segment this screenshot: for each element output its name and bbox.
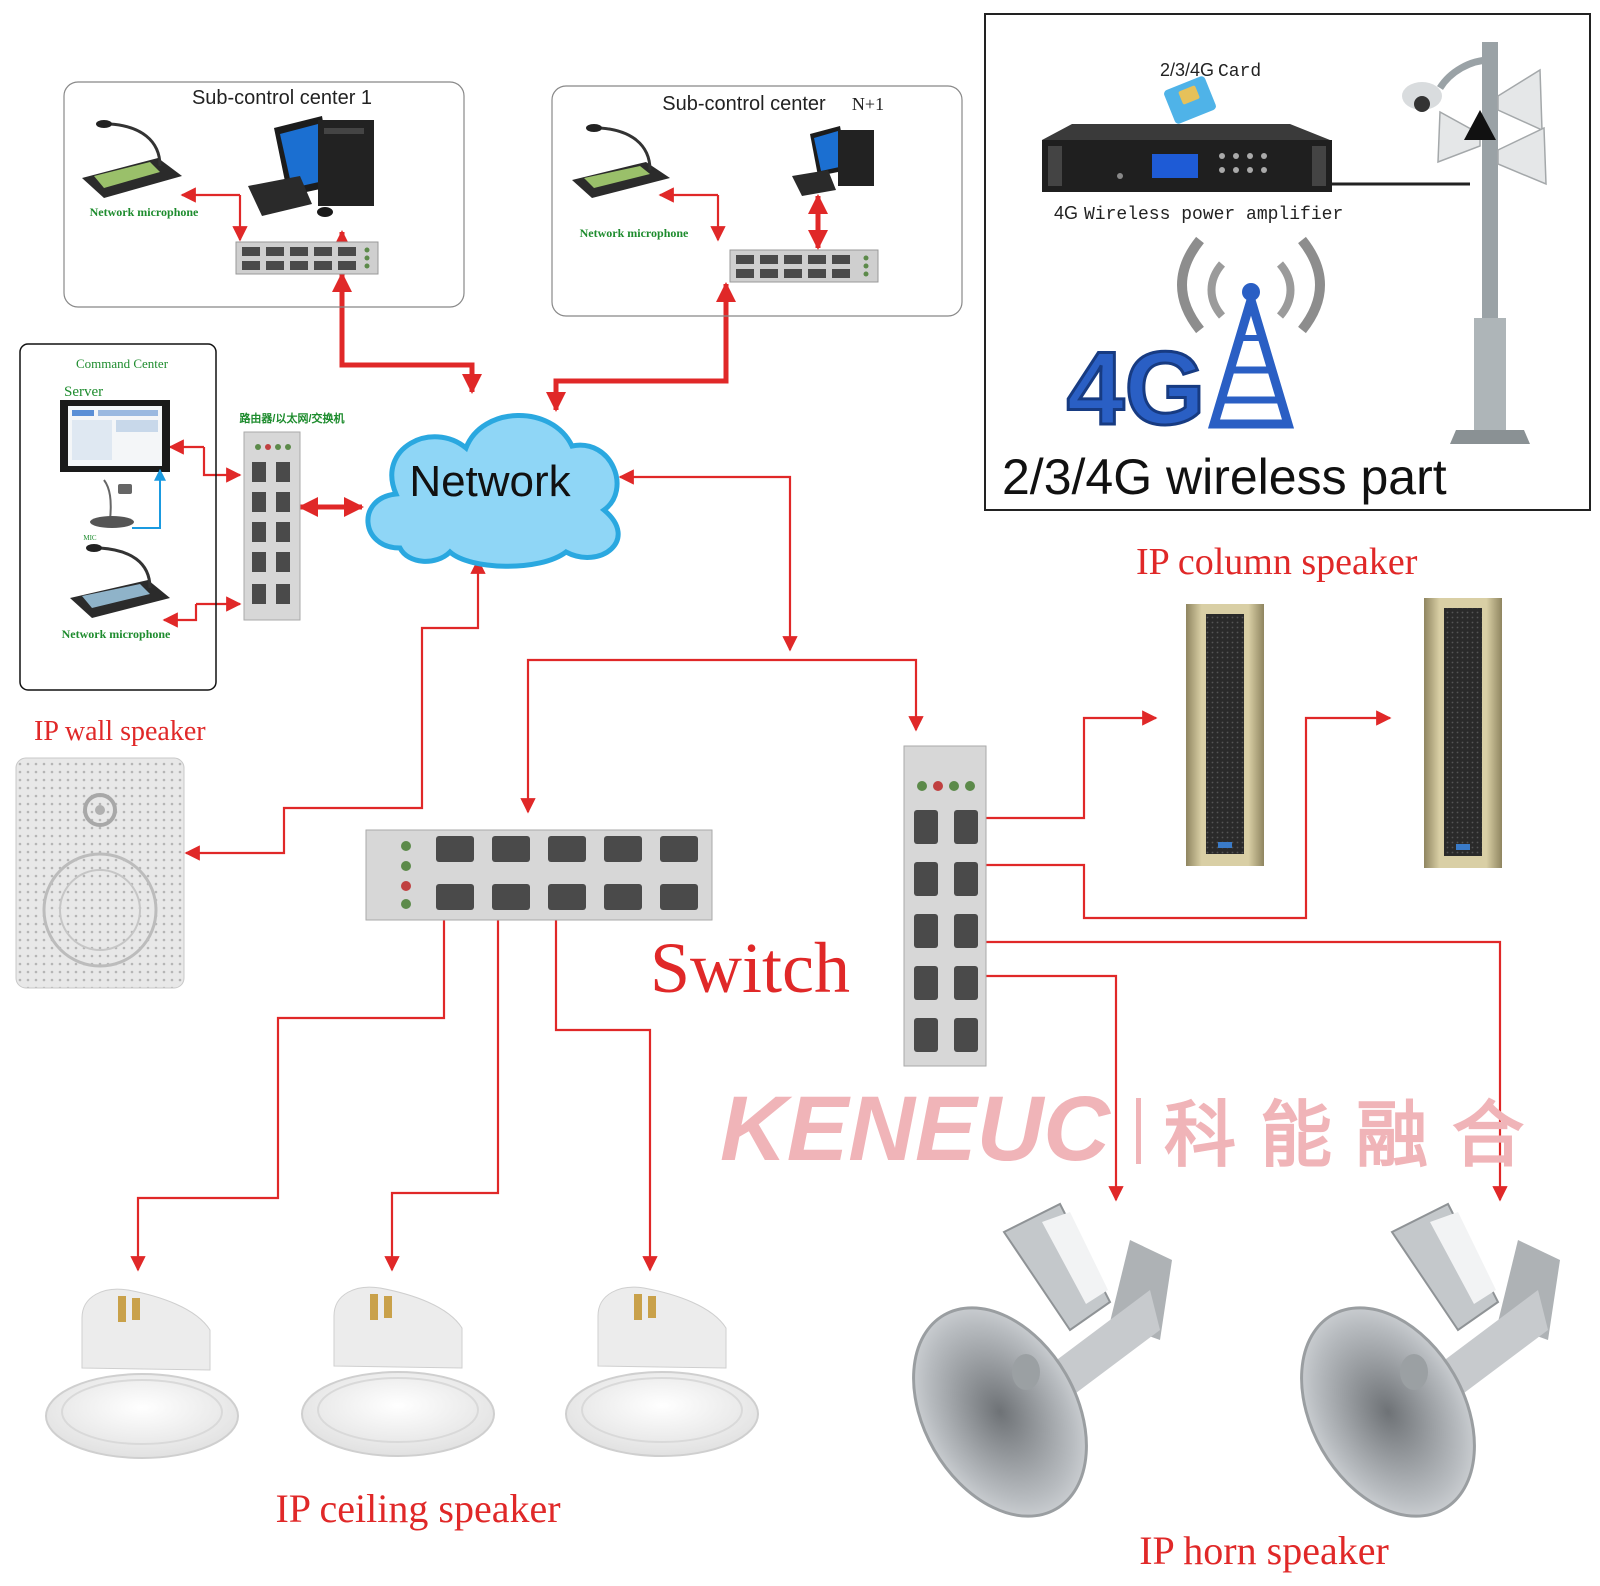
wall-speaker-icon (15, 757, 185, 989)
brand-watermark: KENEUC 科能融合 (720, 1078, 1524, 1180)
network-switch-icon (729, 249, 879, 283)
connection-lines (130, 187, 1508, 1272)
sim-card-icon (1164, 76, 1216, 124)
microphone-console-icon (70, 544, 170, 618)
router-label: 路由器/以太网/交换机 (239, 411, 344, 425)
sub-center-n-title: Sub-control center (662, 93, 826, 115)
server-label: Server (64, 384, 103, 400)
main-switch (365, 829, 713, 921)
amp-label: 4G (1054, 203, 1078, 223)
horn-speaker-label: IP horn speaker (1139, 1528, 1389, 1573)
ceiling-speaker-icon (301, 1286, 495, 1457)
mic-link-line (132, 468, 166, 529)
horn-speaker-icon (1300, 1202, 1560, 1518)
horn-speaker-icon (912, 1202, 1172, 1518)
card-suffix: Card (1218, 62, 1261, 82)
brand-chinese: 科能融合 (1164, 1096, 1524, 1176)
brand-latin: KENEUC (720, 1078, 1112, 1180)
card-label: 2/3/4G (1160, 60, 1214, 80)
badge-4g: 4G (1067, 331, 1206, 447)
column-speaker-icon (1424, 598, 1502, 868)
column-speaker-icon (1186, 604, 1264, 866)
command-center-title: Command Center (76, 356, 169, 371)
mic-small-label: MIC (83, 534, 97, 542)
cloud-icon: Network (365, 413, 621, 569)
desktop-computer-icon (248, 116, 374, 217)
microphone-icon (90, 479, 134, 528)
sub-control-center-n: Sub-control center N+1 Network microphon… (551, 85, 963, 317)
router-switch-icon (243, 431, 301, 621)
network-switch-icon (235, 241, 379, 275)
command-center: Command Center Server MIC Network microp… (19, 343, 345, 691)
wall-speaker-label: IP wall speaker (34, 716, 206, 747)
command-center-mic-label: Network microphone (62, 627, 171, 641)
sub-center-1-mic-label: Network microphone (90, 205, 199, 219)
street-pole-icon (1402, 42, 1547, 444)
wireless-title: 2/3/4G wireless part (1002, 449, 1447, 505)
server-rack-icon (60, 400, 170, 472)
switch-label: Switch (650, 928, 850, 1008)
desktop-computer-icon (792, 126, 874, 196)
microphone-console-icon (82, 120, 182, 198)
wireless-section: 2/3/4G Card 4G Wireless power amplifier (984, 13, 1591, 511)
microphone-console-icon (572, 124, 670, 198)
sub-center-n-mic-label: Network microphone (580, 226, 689, 240)
ceiling-speaker-label: IP ceiling speaker (275, 1486, 560, 1531)
branch-switch (903, 745, 987, 1067)
sub-center-1-title: Sub-control center 1 (192, 87, 372, 109)
ceiling-speaker-icon (45, 1288, 239, 1459)
ceiling-speaker-icon (565, 1286, 759, 1457)
sub-center-n-suffix: N+1 (852, 94, 884, 114)
amp-suffix: Wireless power amplifier (1084, 205, 1343, 225)
network-label: Network (409, 457, 571, 506)
sub-control-center-1: Sub-control center 1 Network microphone (63, 81, 465, 308)
cell-tower-icon (1177, 236, 1325, 429)
power-amplifier-icon (1042, 124, 1332, 192)
column-speaker-label: IP column speaker (1136, 541, 1418, 583)
